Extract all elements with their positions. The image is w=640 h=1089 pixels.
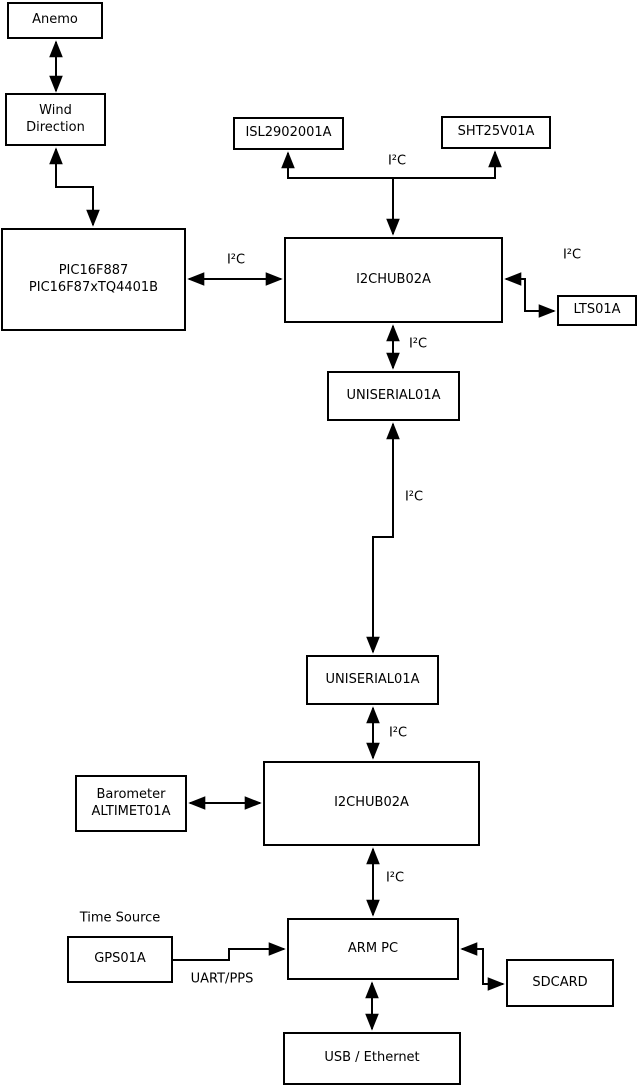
pic-label-line1: PIC16F887: [58, 263, 129, 279]
pic-label-line2: PIC16F87xTQ4401B: [28, 279, 159, 295]
uart-pps-label: UART/PPS: [190, 971, 254, 987]
edge-bus-isl-sht: [281, 150, 502, 179]
i2c-label-hub-armpc: I²C: [385, 870, 405, 886]
i2c-hub-bottom-box: I2CHUB02A: [263, 761, 480, 846]
i2c-label-pic-hub: I²C: [226, 252, 246, 268]
usb-ethernet-box: USB / Ethernet: [283, 1032, 461, 1085]
edge-uniserial-uniserial: [366, 422, 400, 654]
usb-ethernet-label: USB / Ethernet: [324, 1050, 420, 1066]
i2c-label-uniserial-link: I²C: [404, 489, 424, 505]
i2c-hub-top-label: I2CHUB02A: [356, 271, 431, 287]
i2c-label-uniserial-hub: I²C: [388, 725, 408, 741]
i2c-label-hub-uniserial: I²C: [408, 336, 428, 352]
isl-sensor-box: ISL2902001A: [233, 117, 344, 150]
i2c-hub-bottom-label: I2CHUB02A: [334, 795, 409, 811]
anemo-label: Anemo: [32, 12, 78, 28]
edge-armpc-sdcard: [460, 942, 505, 991]
i2c-hub-top-box: I2CHUB02A: [284, 237, 503, 323]
arm-pc-label: ARM PC: [347, 940, 399, 956]
wind-direction-label-line2: Direction: [26, 119, 85, 135]
lts-sensor-box: LTS01A: [557, 295, 637, 326]
uniserial-top-box: UNISERIAL01A: [327, 371, 460, 421]
wind-direction-box: Wind Direction: [5, 93, 106, 146]
edge-i2chub-lts: [504, 272, 556, 318]
sdcard-box: SDCARD: [506, 959, 614, 1007]
isl-label: ISL2902001A: [245, 125, 332, 141]
lts-label: LTS01A: [573, 302, 621, 318]
sht-label: SHT25V01A: [457, 124, 535, 140]
uniserial-top-label: UNISERIAL01A: [346, 387, 441, 403]
barometer-label-line1: Barometer: [96, 787, 166, 803]
sht-sensor-box: SHT25V01A: [441, 116, 551, 149]
i2c-label-hub-lts: I²C: [562, 247, 582, 263]
i2c-label-bus-top: I²C: [387, 153, 407, 169]
gps-box: GPS01A: [67, 936, 173, 983]
edge-gps-armpc: [173, 942, 286, 961]
uniserial-bottom-box: UNISERIAL01A: [306, 655, 439, 705]
time-source-label: Time Source: [79, 910, 161, 926]
arm-pc-box: ARM PC: [287, 918, 459, 980]
edge-wind-pic: [49, 147, 100, 227]
uniserial-bottom-label: UNISERIAL01A: [325, 671, 420, 687]
gps-label: GPS01A: [94, 951, 146, 967]
wind-direction-label-line1: Wind: [39, 103, 72, 119]
anemo-box: Anemo: [7, 2, 103, 39]
sdcard-label: SDCARD: [532, 974, 588, 990]
pic-microcontroller-box: PIC16F887 PIC16F87xTQ4401B: [1, 228, 186, 331]
barometer-box: Barometer ALTIMET01A: [75, 775, 187, 832]
barometer-label-line2: ALTIMET01A: [91, 803, 171, 819]
